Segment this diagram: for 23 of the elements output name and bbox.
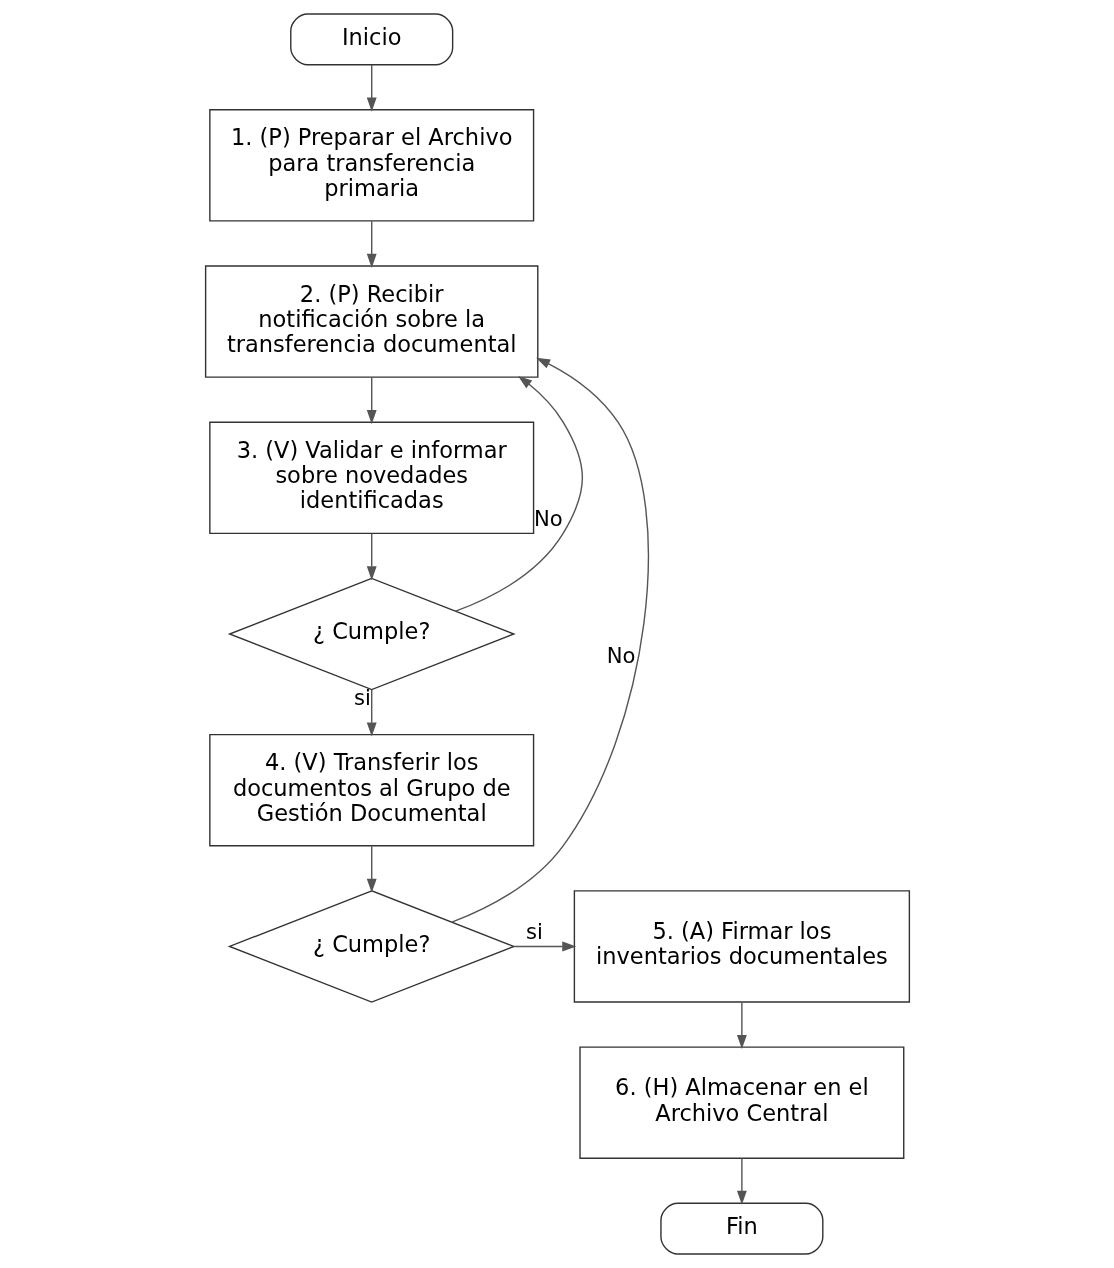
arrow <box>736 1001 747 1050</box>
node-diamond: ¿ Cumple? <box>227 890 516 1003</box>
arrow <box>512 941 576 952</box>
arrow <box>366 845 377 893</box>
node-box: 5. (A) Firmar los inventarios documentales <box>573 890 910 1003</box>
node-box: 2. (P) Recibir notificación sobre la transferencia documental <box>204 265 538 378</box>
edge-label: No <box>533 506 563 532</box>
node-box: 3. (V) Validar e informar sobre novedades identificadas <box>208 421 534 535</box>
node-box: Fin <box>659 1202 823 1255</box>
arrow <box>366 220 377 268</box>
node-box: 1. (P) Preparar el Archivo para transferencia primaria <box>208 109 534 222</box>
arrow <box>454 375 583 612</box>
arrow <box>736 1157 747 1205</box>
node-box: 6. (H) Almacenar en el Archivo Central <box>578 1046 904 1159</box>
arrow <box>366 376 377 425</box>
arrow <box>450 357 649 923</box>
node-box: Inicio <box>289 13 453 66</box>
arrow <box>366 64 377 112</box>
edge-label: No <box>606 642 636 668</box>
arrow <box>366 533 377 581</box>
node-box: 4. (V) Transferir los documentos al Grupo de Gestión Documental <box>208 733 534 847</box>
arrow <box>366 689 377 737</box>
edge-label: si <box>525 919 543 945</box>
